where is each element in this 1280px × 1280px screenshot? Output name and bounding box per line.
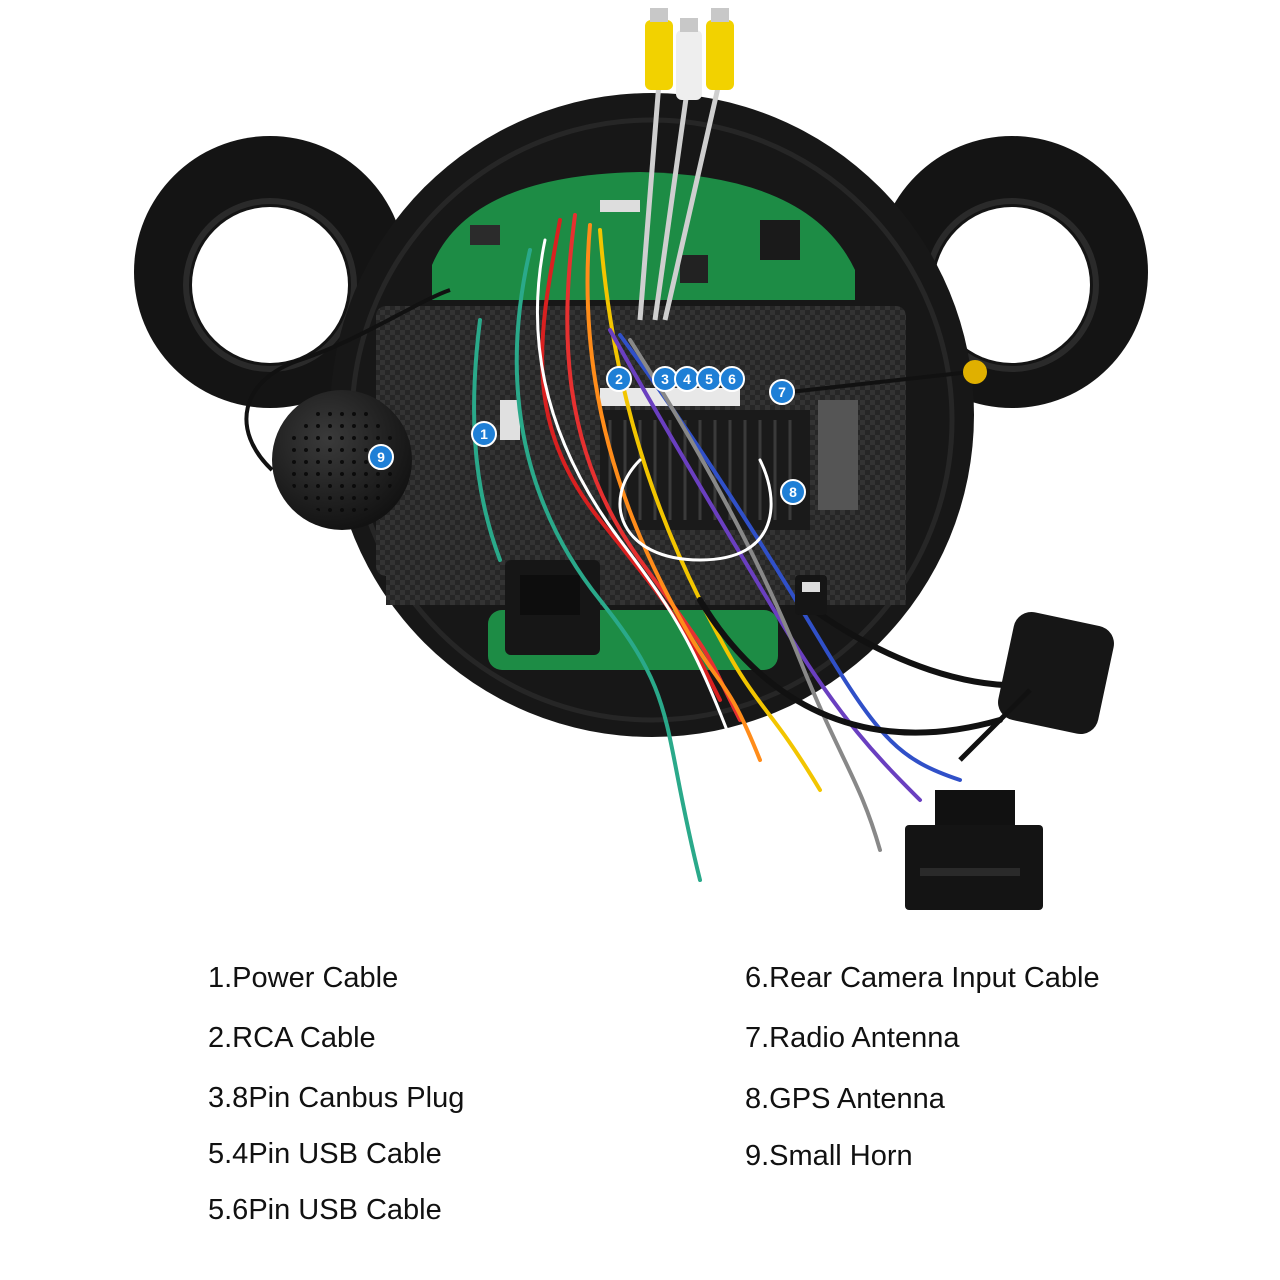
chassis bbox=[376, 306, 906, 605]
small-horn-speaker bbox=[244, 288, 451, 530]
legend-item-radio-antenna: 7.Radio Antenna bbox=[745, 1022, 960, 1054]
callout-label: 9 bbox=[377, 449, 385, 465]
callout-4: 4 bbox=[674, 366, 700, 392]
callout-label: 2 bbox=[615, 371, 623, 387]
rca-plugs bbox=[637, 8, 734, 321]
callout-label: 1 bbox=[480, 426, 488, 442]
callout-label: 3 bbox=[661, 371, 669, 387]
legend-item-small-horn: 9.Small Horn bbox=[745, 1140, 913, 1172]
callout-5: 5 bbox=[696, 366, 722, 392]
legend-item-gps-antenna: 8.GPS Antenna bbox=[745, 1083, 945, 1115]
callout-label: 7 bbox=[778, 384, 786, 400]
callout-3: 3 bbox=[652, 366, 678, 392]
legend-item-4pin-usb-cable: 5.4Pin USB Cable bbox=[208, 1138, 442, 1170]
harness-connector bbox=[905, 790, 1043, 910]
usb-plug bbox=[795, 575, 827, 615]
callout-2: 2 bbox=[606, 366, 632, 392]
legend-item-rca-cable: 2.RCA Cable bbox=[208, 1022, 376, 1054]
legend-item-canbus-plug: 3.8Pin Canbus Plug bbox=[208, 1082, 465, 1114]
gps-antenna-module bbox=[958, 611, 1114, 762]
callout-label: 4 bbox=[683, 371, 691, 387]
callout-label: 6 bbox=[728, 371, 736, 387]
callout-8: 8 bbox=[780, 479, 806, 505]
callout-label: 5 bbox=[705, 371, 713, 387]
callout-1: 1 bbox=[471, 421, 497, 447]
callout-7: 7 bbox=[769, 379, 795, 405]
callout-9: 9 bbox=[368, 444, 394, 470]
legend-item-6pin-usb-cable: 5.6Pin USB Cable bbox=[208, 1194, 442, 1226]
wire-harness bbox=[472, 213, 1063, 882]
legend-item-power-cable: 1.Power Cable bbox=[208, 962, 399, 994]
callout-label: 8 bbox=[789, 484, 797, 500]
product-illustration: 1 2 3 4 5 6 7 8 9 bbox=[134, 8, 1148, 910]
power-plug-block bbox=[505, 560, 600, 655]
callout-6: 6 bbox=[719, 366, 745, 392]
legend-item-rear-camera-cable: 6.Rear Camera Input Cable bbox=[745, 962, 1100, 994]
radio-antenna-plug bbox=[789, 360, 987, 394]
